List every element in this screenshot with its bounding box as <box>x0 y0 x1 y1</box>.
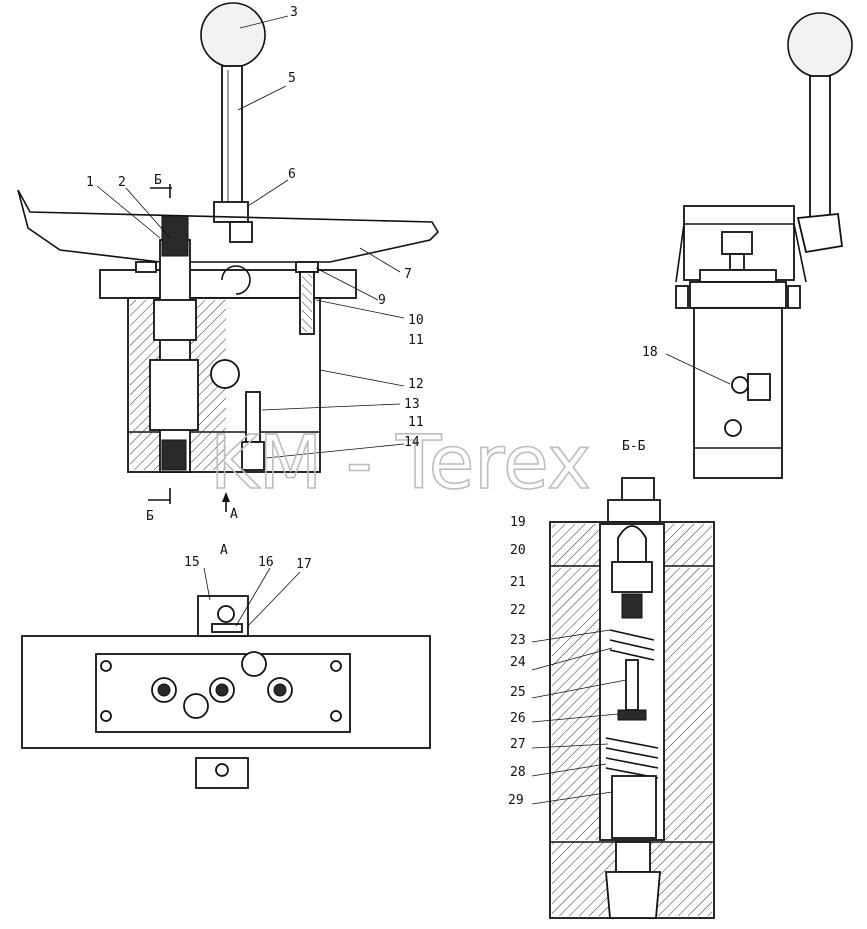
callout-5: 5 <box>288 71 296 86</box>
front-view <box>17 2 440 512</box>
callout-14: 14 <box>404 435 420 450</box>
callout-labels: 1 2 3 5 6 7 9 10 11 12 13 11 14 15 16 17… <box>86 5 658 808</box>
side-screw-2 <box>724 419 742 437</box>
side-lever-rod <box>809 75 831 219</box>
callout-13: 13 <box>404 397 420 412</box>
callout-1: 1 <box>86 175 94 190</box>
callout-23: 23 <box>510 633 526 648</box>
side-view <box>675 12 853 479</box>
callout-25: 25 <box>510 685 526 700</box>
callout-11-upper: 11 <box>408 333 424 348</box>
section-mark-top: Б <box>154 173 162 188</box>
callout-29: 29 <box>508 793 524 808</box>
top-flange <box>99 269 357 299</box>
view-a <box>21 595 431 789</box>
callout-9: 9 <box>378 293 386 308</box>
callout-11-lower: 11 <box>408 415 424 430</box>
callout-22: 22 <box>510 603 526 618</box>
callout-2: 2 <box>118 175 126 190</box>
callout-12: 12 <box>408 377 424 392</box>
callout-20: 20 <box>510 543 526 558</box>
section-bb <box>549 477 715 919</box>
callout-21: 21 <box>510 575 526 590</box>
side-lever-knob <box>787 12 853 78</box>
lever-rod <box>221 65 243 207</box>
side-screw-1 <box>731 376 749 394</box>
view-a-arrow-label: А <box>230 507 238 522</box>
callout-17: 17 <box>296 557 312 572</box>
callout-18: 18 <box>642 345 658 360</box>
callout-7: 7 <box>404 267 412 282</box>
callout-3: 3 <box>290 5 298 20</box>
callout-28: 28 <box>510 765 526 780</box>
leader-lines <box>96 15 731 805</box>
view-a-title: А <box>220 543 228 558</box>
side-port <box>210 359 240 389</box>
callout-10: 10 <box>408 313 424 328</box>
section-mark-bottom: Б <box>146 509 154 524</box>
callout-19: 19 <box>510 515 526 530</box>
callout-26: 26 <box>510 711 526 726</box>
callout-15: 15 <box>184 555 200 570</box>
section-bb-title: Б-Б <box>622 439 646 454</box>
callout-16: 16 <box>258 555 274 570</box>
callout-6: 6 <box>288 167 296 182</box>
lever-nut <box>213 201 249 223</box>
callout-27: 27 <box>510 737 526 752</box>
callout-24: 24 <box>510 655 526 670</box>
watermark: KM - Terex <box>210 420 591 506</box>
lever-knob <box>200 2 266 68</box>
